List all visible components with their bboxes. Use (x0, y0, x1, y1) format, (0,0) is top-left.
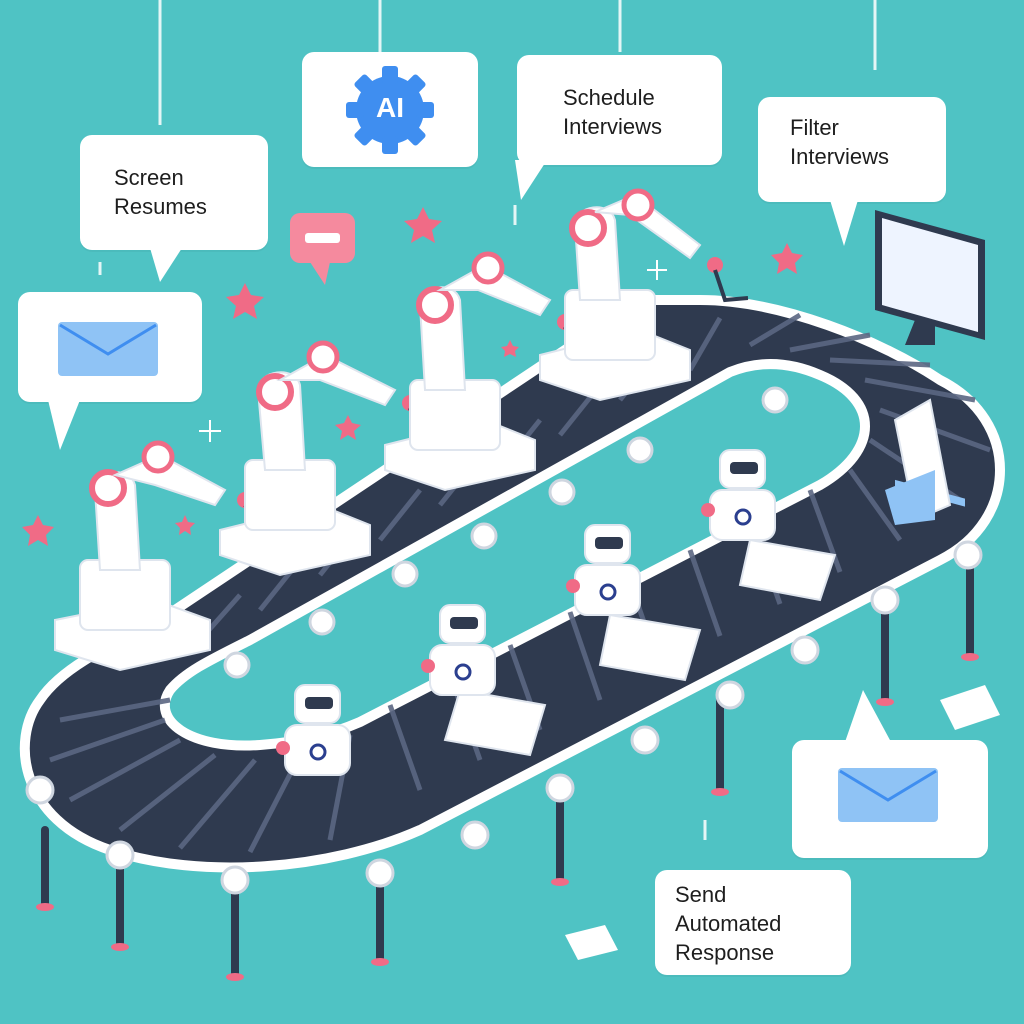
document-icon (565, 925, 618, 960)
send-response-bubble: Send Automated Response (655, 870, 851, 975)
robot-icon (276, 684, 547, 776)
conveyor-belt (19, 295, 1005, 895)
email-bubble-left (18, 292, 202, 402)
worker-robots (276, 449, 837, 776)
gear-icon (342, 62, 438, 158)
bubble-tail (515, 160, 547, 200)
sparkle-icon (22, 207, 803, 546)
filter-interviews-bubble: Filter Interviews (758, 97, 946, 202)
monitor-icon (875, 210, 985, 507)
bubble-tail (48, 400, 80, 450)
envelope-icon (838, 768, 938, 827)
filter-interviews-label: Filter Interviews (790, 115, 890, 169)
bubble-tail (845, 690, 891, 742)
bubble-tail (150, 248, 182, 282)
robot-icon (421, 604, 702, 696)
sparkle-icon (199, 260, 667, 442)
screen-resumes-bubble: Screen Resumes (80, 135, 268, 250)
envelope-icon (58, 322, 158, 381)
robot-icon (701, 449, 837, 602)
document-icon (598, 613, 702, 682)
send-response-label: Send Automated Response (675, 882, 782, 965)
robot-arm-icon (219, 340, 446, 577)
robot-arm-icon (539, 188, 749, 402)
email-bubble-right (792, 740, 988, 858)
hanging-strings (98, 0, 877, 840)
ai-badge-label: AI (376, 92, 404, 123)
schedule-interviews-label: Schedule Interviews (563, 85, 663, 139)
robot-arms (54, 188, 749, 672)
bubble-tail (830, 200, 858, 246)
document-icon (885, 398, 952, 525)
document-icon (738, 538, 837, 602)
document-icon (940, 685, 1000, 730)
document-icon (443, 688, 547, 757)
robot-icon (566, 524, 641, 616)
chat-icon (290, 213, 355, 285)
ai-bubble: AI (302, 52, 478, 167)
screen-resumes-label: Screen Resumes (114, 165, 207, 219)
schedule-interviews-bubble: Schedule Interviews (517, 55, 722, 165)
